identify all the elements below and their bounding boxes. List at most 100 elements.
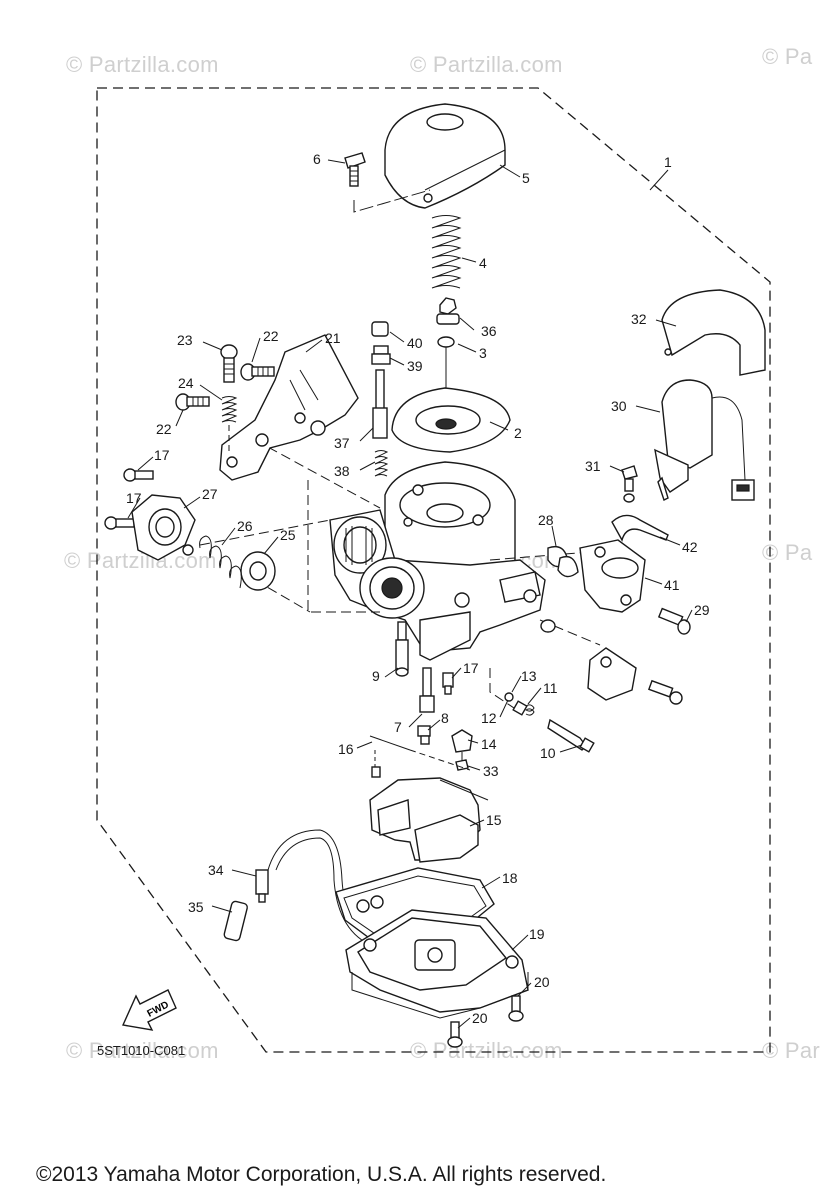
throttle-return-spring [199,535,242,589]
throttle-bracket [219,334,359,481]
callout-6: 6 [313,151,321,167]
assembly-boundary [96,87,771,1053]
callout-3: 3 [479,345,487,361]
callout-28: 28 [538,512,554,528]
callout-34: 34 [208,862,224,878]
main-nozzle [395,621,409,677]
main-jet [417,725,431,745]
callout-31: 31 [585,458,601,474]
bracket-screw-lower [175,393,210,411]
fwd-arrow-icon: FWD [121,989,177,1031]
watermark: © Partzilla.com [410,1038,563,1063]
spring-seat [240,551,276,591]
callout-39: 39 [407,358,423,374]
callout-2: 2 [514,425,522,441]
callout-27: 27 [202,486,218,502]
bracket-screw-upper [240,363,275,381]
leader-lines [127,159,693,1029]
top-cover [384,103,506,209]
auto-choke-unit [654,379,755,501]
callout-22a: 22 [263,328,279,344]
callout-41: 41 [664,577,680,593]
choke-screw [621,465,638,492]
hose-clamp [223,900,248,942]
callout-4: 4 [479,255,487,271]
callout-36: 36 [481,323,497,339]
watermark: © Partzilla.com [66,52,219,77]
starter-cover [661,289,766,376]
callout-17c: 17 [463,660,479,676]
cap-screw [344,152,366,187]
carburetor-body [329,461,546,661]
callout-20b: 20 [472,1010,488,1026]
drawing-code: 5ST1010-C081 [97,1043,186,1058]
choke-washer [623,493,635,503]
callout-18: 18 [502,870,518,886]
callout-7: 7 [394,719,402,735]
choke-holder [579,539,646,613]
callout-1: 1 [664,154,672,170]
watermark: © Pa [762,44,813,69]
callout-19: 19 [529,926,545,942]
adjust-spring [221,396,238,423]
float-chamber-screw [442,672,454,695]
callout-38: 38 [334,463,350,479]
float [369,777,489,863]
callout-17b: 17 [126,490,142,506]
float-valve-clip [455,759,469,771]
float-pin [369,735,411,778]
intake-flange [131,494,196,561]
starter-plunger-rod [372,369,388,439]
callout-26: 26 [237,518,253,534]
callout-12: 12 [481,710,497,726]
callout-15: 15 [486,812,502,828]
callout-42: 42 [682,539,698,555]
callout-14: 14 [481,736,497,752]
callout-8: 8 [441,710,449,726]
flange-screw-upper [123,468,154,482]
starter-plunger-plug [371,345,391,365]
starter-plunger-cap [371,321,389,337]
throttle-sensor [540,619,683,705]
piston-spring [431,215,462,289]
callout-29: 29 [694,602,710,618]
callout-24: 24 [178,375,194,391]
callout-9: 9 [372,668,380,684]
callout-22b: 22 [156,421,172,437]
float-chamber [345,909,529,1019]
callout-10: 10 [540,745,556,761]
o-ring-pair [547,545,579,578]
callout-30: 30 [611,398,627,414]
needle-jet [419,667,435,713]
watermark: © Partzilla.com [410,52,563,77]
callout-37: 37 [334,435,350,451]
callout-32: 32 [631,311,647,327]
copyright-notice: ©2013 Yamaha Motor Corporation, U.S.A. A… [36,1163,607,1186]
holder-screw [657,607,691,635]
callout-33: 33 [483,763,499,779]
callout-21: 21 [325,330,341,346]
flange-screw-lower [104,516,135,530]
diaphragm-piston [391,387,511,453]
chamber-screw-left [447,1021,463,1048]
choke-clamp [611,514,669,542]
callout-20a: 20 [534,974,550,990]
watermark: © Par [762,1038,821,1063]
callout-35: 35 [188,899,204,915]
float-valve [451,729,473,762]
callout-40: 40 [407,335,423,351]
adjust-bolt [220,344,238,383]
callout-16: 16 [338,741,354,757]
needle-retainer [436,297,460,325]
callout-25: 25 [280,527,296,543]
hose-fitting [255,869,269,903]
chamber-screw-right [508,995,524,1022]
pilot-screw-assembly [504,692,595,753]
watermark: © Partzilla.com [66,1038,219,1063]
callout-17a: 17 [154,447,170,463]
starter-spring [374,450,389,477]
callout-23: 23 [177,332,193,348]
callout-11: 11 [543,680,558,696]
callout-5: 5 [522,170,530,186]
